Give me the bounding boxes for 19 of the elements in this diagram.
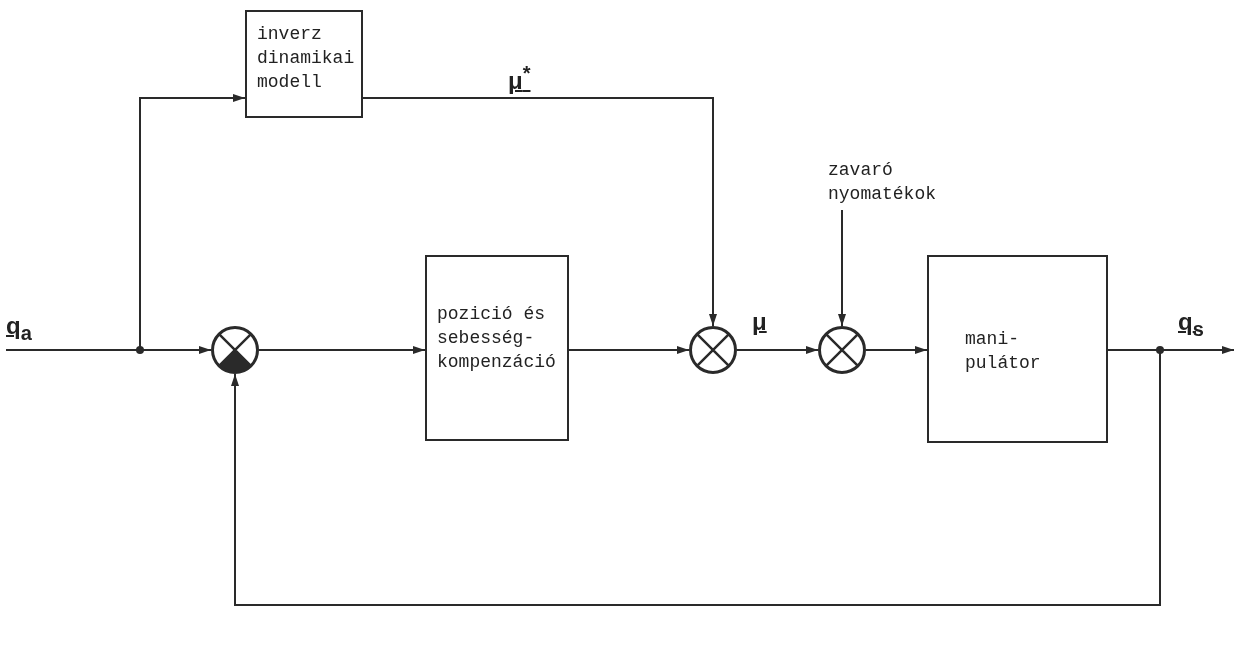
block-label: inverz dinamikai modell bbox=[257, 23, 355, 94]
block-box bbox=[927, 255, 1108, 443]
arrow bbox=[258, 346, 426, 354]
block-box bbox=[425, 255, 569, 441]
arrow bbox=[568, 346, 690, 354]
signal-label: q$_{a}$ bbox=[6, 312, 33, 345]
arrow bbox=[838, 209, 846, 327]
summing-junction bbox=[818, 326, 866, 374]
input-label: zavaró nyomatékok bbox=[828, 159, 938, 206]
arrow bbox=[736, 346, 819, 354]
block-label: pozició és sebesség-kompenzáció bbox=[437, 303, 557, 374]
summing-junction bbox=[211, 326, 259, 374]
block-label: mani- pulátor bbox=[965, 328, 1042, 375]
summing-junction bbox=[689, 326, 737, 374]
block-box bbox=[245, 10, 363, 118]
arrow bbox=[231, 349, 1161, 606]
arrow bbox=[865, 346, 928, 354]
arrow bbox=[362, 97, 717, 327]
arrow bbox=[5, 346, 212, 354]
